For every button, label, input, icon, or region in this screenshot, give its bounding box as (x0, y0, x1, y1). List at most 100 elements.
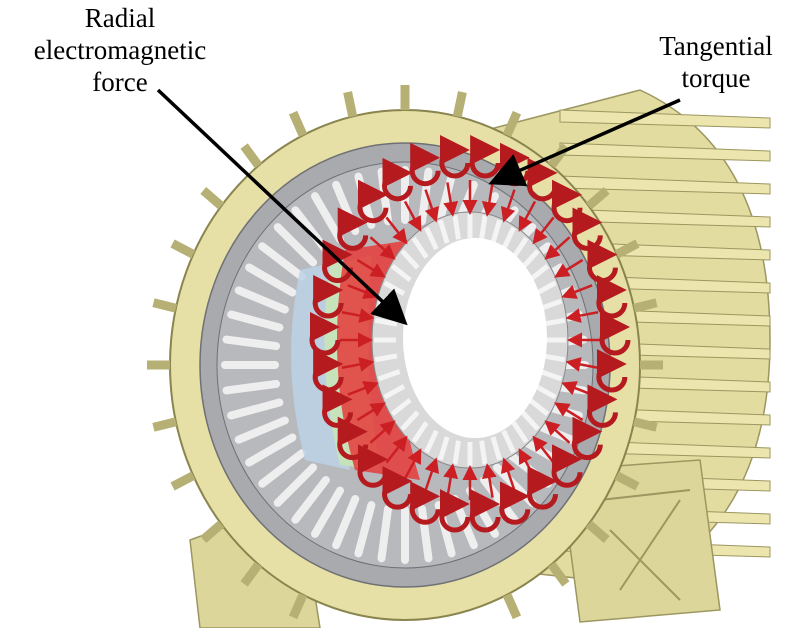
radial-label-line1: Radial (84, 3, 156, 33)
stator (199, 142, 611, 588)
stator-slot (417, 504, 433, 563)
tangential-torque-label: Tangential torque (632, 30, 800, 94)
radial-force-arrow (561, 284, 593, 299)
bore-tooth (411, 236, 429, 259)
stator-slot (234, 286, 289, 314)
front-fin (633, 298, 658, 313)
tangential-torque-arc (439, 489, 471, 533)
radial-force-arrow (385, 435, 408, 464)
radial-callout-arrow (156, 88, 408, 326)
stator-slot (311, 192, 344, 244)
stator-slot (258, 449, 306, 488)
front-fins (147, 85, 663, 620)
bore-tooth (542, 353, 566, 363)
tangential-torque-arc (527, 466, 558, 510)
stator-slot (434, 172, 456, 229)
bore-tooth (479, 440, 488, 465)
radial-force-arrow (532, 435, 555, 464)
bore-tooth (374, 353, 398, 363)
bore-tooth (539, 298, 563, 311)
tangential-torque-arc (409, 142, 441, 187)
radial-force-arrow (341, 308, 375, 323)
radial-force-arrow (356, 258, 386, 278)
stator-slot (245, 433, 297, 467)
radial-force-arrow (403, 200, 422, 232)
bore-tooth (511, 421, 529, 444)
radial-label-line2: electromagnetic (33, 35, 207, 65)
bore-tooth (520, 410, 540, 431)
radial-force-arrow (341, 357, 375, 372)
bore-tooth (542, 317, 566, 327)
front-fin (633, 417, 658, 432)
tangential-torque-arc (309, 312, 341, 356)
stator-slot (222, 335, 281, 351)
front-fin (343, 91, 358, 118)
front-fin (152, 298, 177, 313)
tangential-torque-arc (499, 481, 531, 525)
front-fin (502, 110, 522, 138)
bore-tooth (528, 263, 550, 283)
cooling-fin (559, 109, 771, 129)
bore-tooth (390, 263, 412, 283)
bore-tooth (479, 215, 488, 240)
front-fin (547, 561, 570, 587)
tangential-torque-arc (337, 207, 369, 251)
tangential-torque-arc (596, 275, 628, 319)
front-fin (200, 520, 225, 543)
radial-force-arrow (565, 308, 599, 323)
bore-tooth (437, 219, 450, 244)
front-fin (240, 143, 263, 169)
radial-force-arrow (347, 284, 379, 299)
bore-tooth (511, 236, 529, 259)
bore-tooth (539, 369, 563, 382)
bore-tooth (490, 219, 503, 244)
stator-slot (377, 504, 393, 563)
bore-tooth (501, 429, 516, 454)
stator-slot (417, 167, 433, 226)
bore-tooth (534, 384, 557, 400)
tangential-torque-arc (409, 481, 441, 525)
radial-force-arrow (544, 420, 571, 444)
bore-tooth (400, 410, 420, 431)
tangential-torque-arc (322, 239, 354, 284)
front-fin (288, 110, 308, 138)
stator-slot (291, 476, 330, 524)
front-fin (200, 187, 225, 210)
radial-force-arrow (385, 216, 408, 245)
bore-tooth (501, 226, 516, 251)
stator-slot (311, 486, 344, 538)
radial-force-label: Radial electromagnetic force (0, 2, 240, 98)
bore-tooth (452, 215, 461, 240)
bore-tooth (534, 280, 557, 296)
tangential-torque-arc (322, 384, 354, 428)
front-fin (170, 471, 196, 491)
front-fin (288, 592, 308, 620)
bore-tooth (424, 429, 439, 454)
front-fin (452, 91, 467, 118)
front-fin (585, 187, 610, 210)
tangential-torque-arc (312, 349, 344, 393)
tangential-torque-arc (382, 466, 413, 510)
front-fin (614, 239, 640, 259)
bore-tooth (377, 369, 401, 382)
radial-force-arrow (443, 182, 459, 217)
front-fin (170, 239, 196, 259)
tangential-label-line2: torque (681, 63, 751, 93)
tangential-torque-arc (337, 416, 369, 461)
radial-force-arrow (424, 189, 439, 223)
stator-slot (273, 223, 318, 267)
front-fin (152, 417, 177, 432)
stator-slot (354, 501, 376, 558)
tangential-torque-arc (382, 157, 413, 202)
bore-tooth (424, 226, 439, 251)
bore-tooth (390, 397, 412, 417)
bore-tooth (411, 421, 429, 444)
radial-force-arrow (481, 182, 497, 217)
stator-slot (258, 242, 306, 281)
tangential-callout-arrow (488, 98, 681, 187)
radial-force-arrow (518, 200, 537, 232)
bore-tooth (400, 249, 420, 270)
front-fin (502, 592, 522, 620)
